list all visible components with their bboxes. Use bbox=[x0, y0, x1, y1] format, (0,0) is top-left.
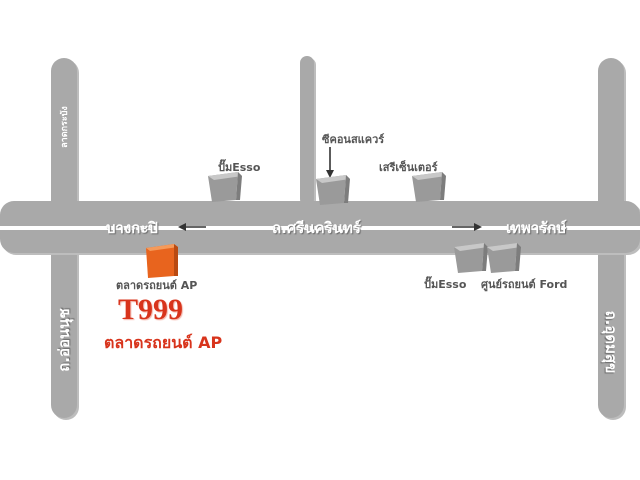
direction-label-left: บางกะปิ bbox=[106, 219, 158, 237]
main-road-label: ถ.ศรีนครินทร์ bbox=[272, 219, 361, 237]
right-vertical-road-label: ถ.อุดมสุข bbox=[602, 310, 620, 374]
brand-subtitle: ตลาดรถยนต์ AP bbox=[104, 333, 223, 352]
landmark-seri-center: เสรีเซ็นเตอร์ bbox=[379, 161, 438, 174]
right-arrow-icon bbox=[452, 223, 482, 231]
down-arrow-icon bbox=[326, 147, 334, 178]
left-small-road-label: ลาดกระบัง bbox=[60, 106, 70, 148]
landmark-seacon: ซีคอนสแควร์ bbox=[322, 133, 385, 146]
ap-market-building-icon bbox=[146, 244, 178, 278]
landmark-ap-market: ตลาดรถยนต์ AP bbox=[116, 279, 198, 292]
left-arrow-icon bbox=[178, 223, 206, 231]
landmark-esso-top: ปั๊มEsso bbox=[218, 161, 261, 174]
building-icon bbox=[316, 175, 350, 205]
building-icon bbox=[208, 172, 242, 202]
landmark-ford: ศูนย์รถยนต์ Ford bbox=[481, 278, 568, 291]
building-icon bbox=[412, 172, 446, 202]
direction-label-right: เทพารักษ์ bbox=[506, 219, 567, 237]
building-icon bbox=[487, 243, 521, 273]
left-vertical-road-label: ถ.อ่อนนุช bbox=[55, 308, 73, 372]
building-icon bbox=[454, 243, 488, 273]
landmark-esso-bottom: ปั๊มEsso bbox=[424, 278, 467, 291]
soi-road bbox=[300, 56, 314, 206]
brand-title: T999 bbox=[118, 293, 184, 326]
